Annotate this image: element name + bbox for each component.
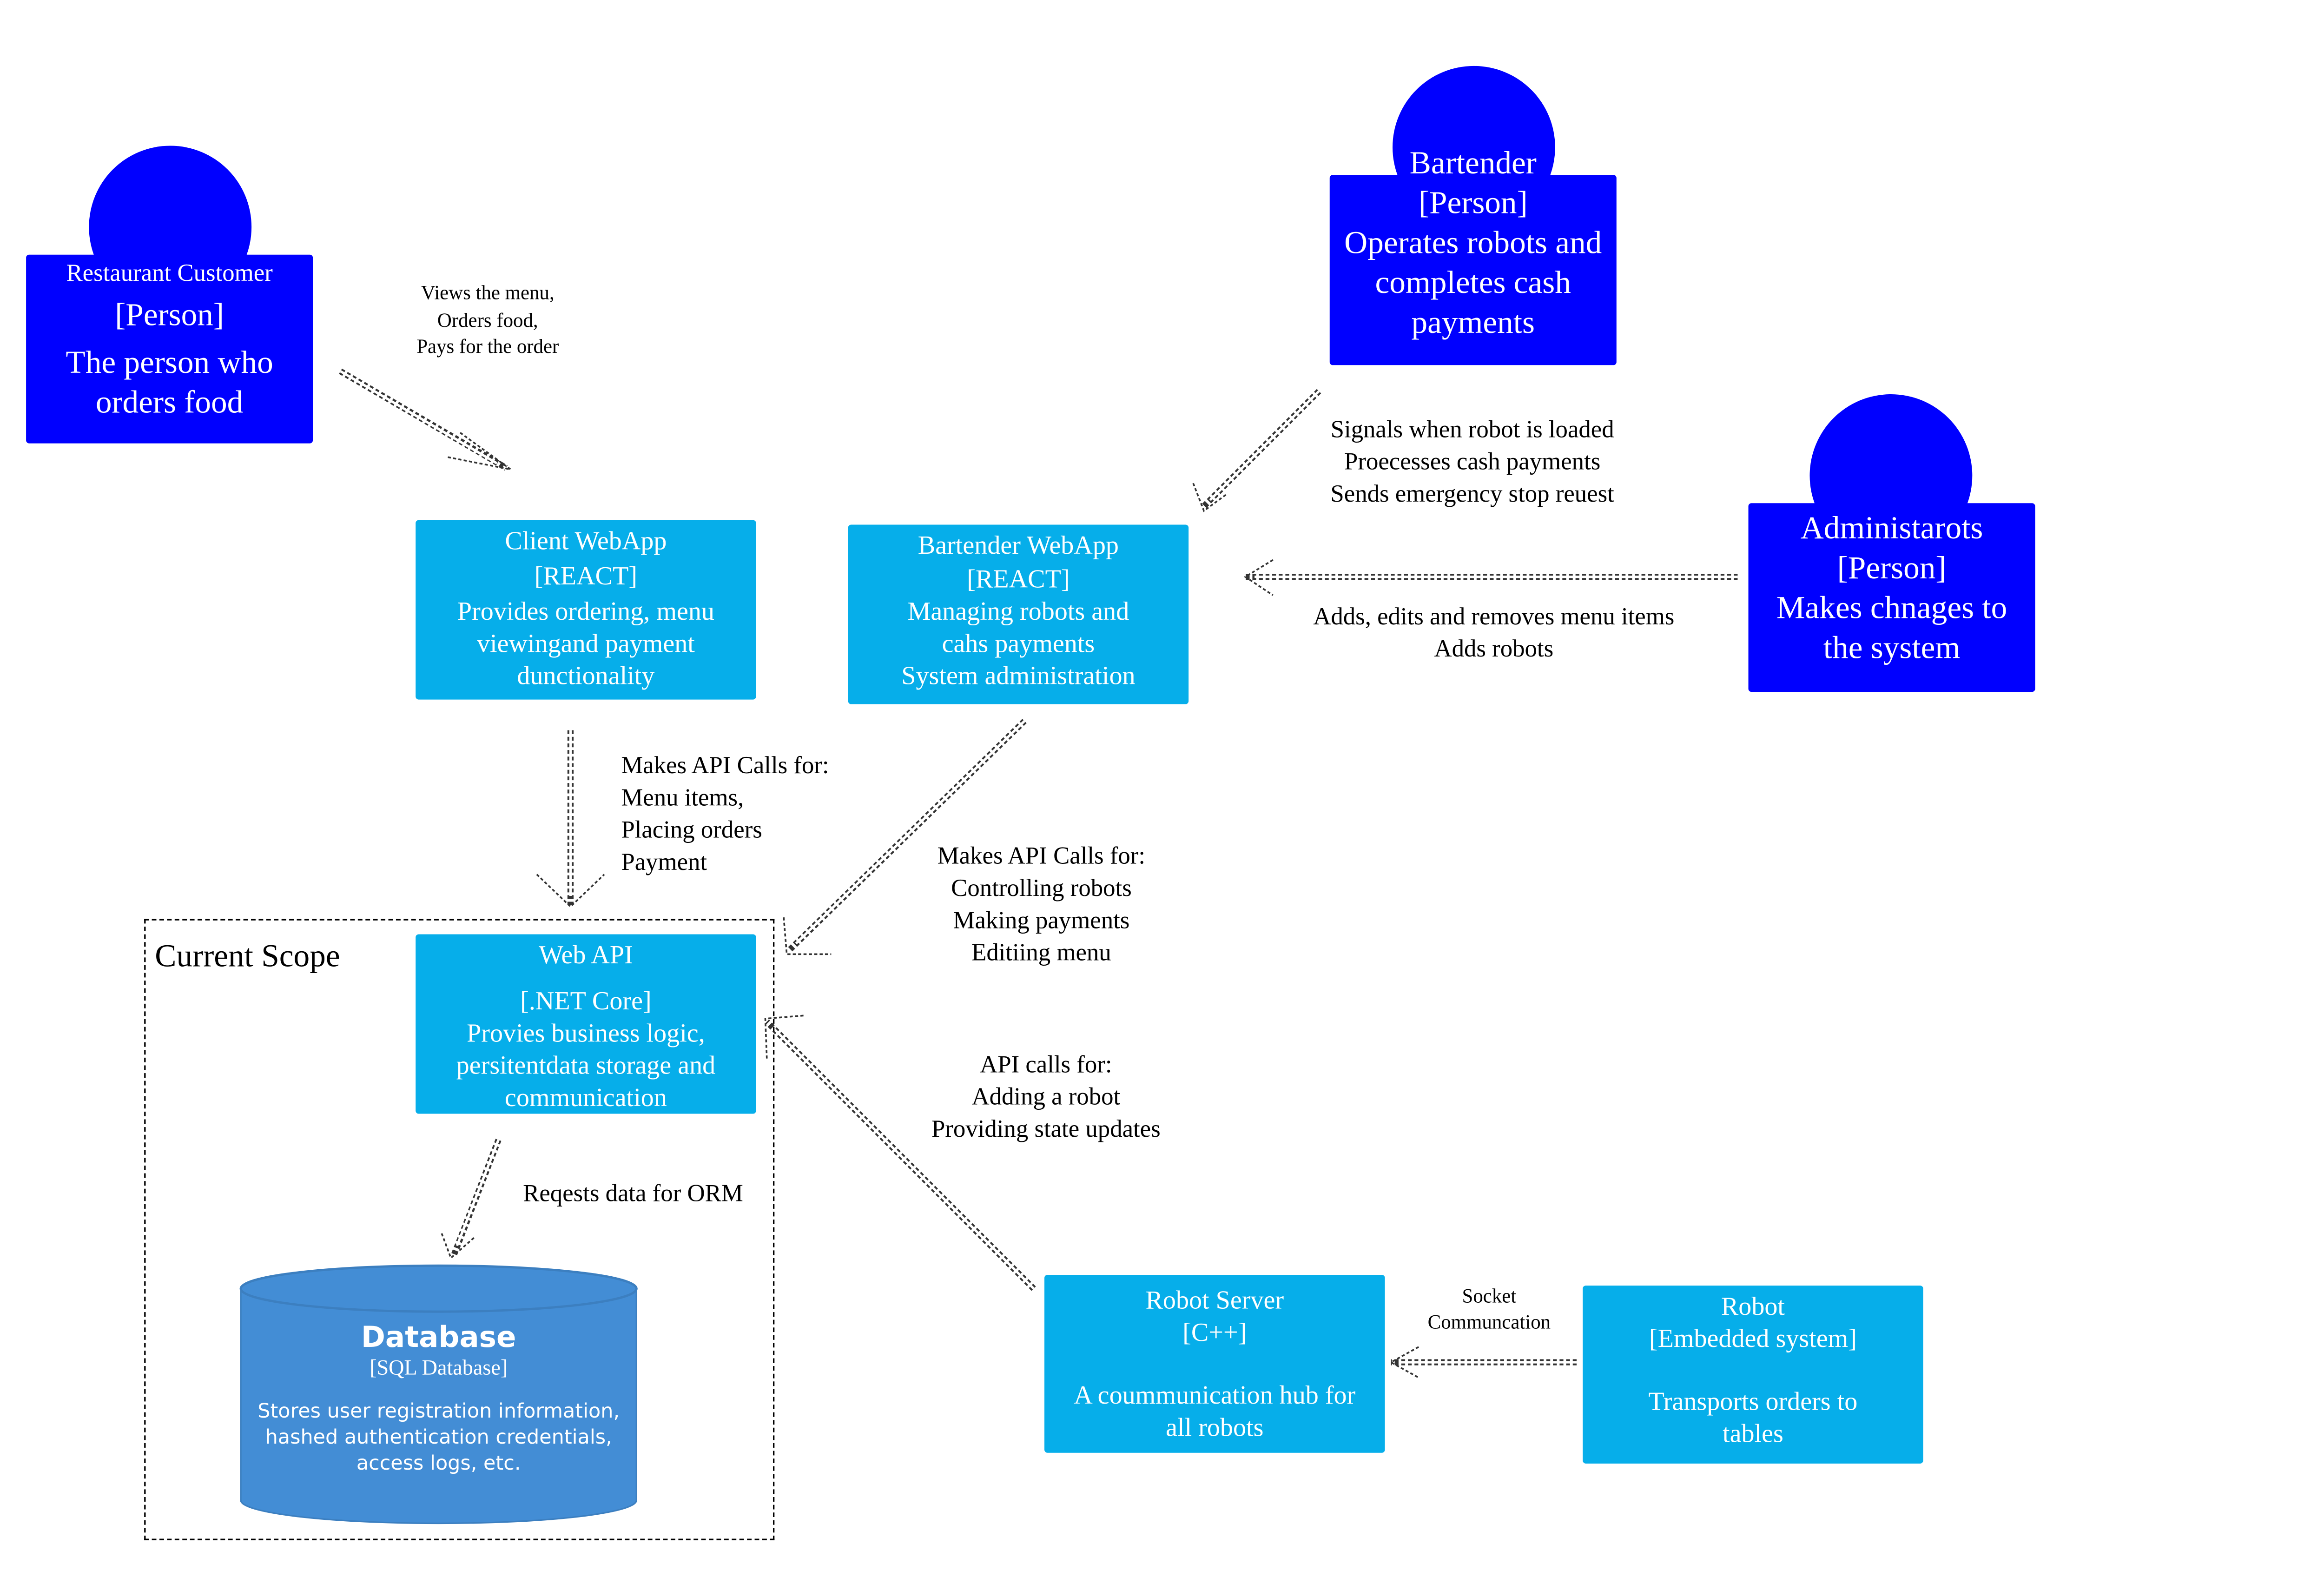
container-description-line: Provies business logic, — [467, 1018, 705, 1048]
relation-label-line: Reqests data for ORM — [523, 1181, 743, 1207]
container-name: Robot Server — [1145, 1286, 1284, 1315]
person-description-line: The person who — [66, 344, 273, 381]
relation-label-line: Payment — [621, 849, 707, 876]
person-description-line: completes cash — [1375, 264, 1571, 301]
container-technology: [Embedded system] — [1649, 1324, 1857, 1353]
person-type: [Person] — [115, 296, 224, 333]
container-description-line: Transports orders to — [1648, 1386, 1858, 1416]
relation-label-line: Makes API Calls for: — [937, 843, 1146, 870]
database-cylinder[interactable] — [238, 1263, 639, 1527]
relation-label-line: Providing state updates — [931, 1117, 1161, 1143]
database-name: Database — [361, 1320, 516, 1355]
container-description-line: dunctionality — [517, 661, 655, 690]
person-restaurant-customer[interactable]: Restaurant Customer [Person] The person … — [26, 254, 313, 444]
relation-label-line: Pays for the order — [416, 334, 559, 358]
container-technology: [.NET Core] — [520, 986, 652, 1016]
container-description-line: System administration — [901, 661, 1136, 690]
relation-label-line: Menu items, — [621, 785, 744, 812]
person-description-line: Operates robots and — [1344, 224, 1602, 261]
person-description-line: Makes chnages to — [1776, 589, 2007, 626]
relation-label-line: API calls for: — [980, 1052, 1112, 1079]
relation-label-admin-app: Adds, edits and removes menu items Adds … — [1273, 601, 1715, 666]
person-bartender[interactable]: Bartender [Person] Operates robots and c… — [1329, 144, 1617, 365]
person-type: [Person] — [1837, 549, 1947, 586]
relation-label-line: Makes API Calls for: — [621, 753, 829, 780]
relation-label-robotserver-api: API calls for: Adding a robot Providing … — [905, 1049, 1187, 1146]
person-name: Restaurant Customer — [66, 260, 273, 287]
container-name: Bartender WebApp — [918, 530, 1119, 560]
relation-label-line: Controlling robots — [951, 876, 1132, 902]
person-name: Administarots — [1800, 509, 1983, 546]
container-web-api[interactable]: Web API [.NET Core] Provies business log… — [416, 934, 756, 1114]
container-description-line: viewingand payment — [476, 629, 695, 658]
container-description-line: Provides ordering, menu — [457, 597, 714, 626]
person-description-line: orders food — [95, 383, 244, 421]
relation-label-bartender-api: Makes API Calls for: Controlling robots … — [911, 841, 1172, 969]
container-technology: [REACT] — [967, 564, 1070, 594]
container-description-line: persitentdata storage and — [456, 1051, 716, 1080]
container-robot-server[interactable]: Robot Server [C++] A coummunication hub … — [1044, 1274, 1385, 1453]
relation-label-api-db: Reqests data for ORM — [523, 1178, 743, 1210]
relation-label-line: Adding a robot — [971, 1084, 1121, 1111]
relation-label-bartender-app: Signals when robot is loaded Proecesses … — [1296, 414, 1649, 511]
container-name: Client WebApp — [505, 526, 667, 556]
container-client-webapp[interactable]: Client WebApp [REACT] Provides ordering,… — [416, 520, 756, 700]
container-description-line: tables — [1723, 1419, 1783, 1448]
relation-label-line: Adds robots — [1434, 636, 1554, 663]
database-technology: [SQL Database] — [370, 1358, 508, 1381]
relation-label-line: Proecesses cash payments — [1344, 449, 1601, 476]
person-name: Bartender — [1409, 144, 1537, 181]
relation-label-robot-robotserver: Socket Communcation — [1403, 1282, 1575, 1334]
person-description-line: the system — [1823, 629, 1961, 666]
container-description-line: communication — [504, 1083, 667, 1113]
person-administrators[interactable]: Administarots [Person] Makes chnages to … — [1748, 503, 2035, 692]
relation-label-line: Communcation — [1427, 1310, 1551, 1333]
relation-label-line: Signals when robot is loaded — [1330, 417, 1614, 444]
relation-label-line: Making payments — [953, 908, 1130, 935]
relation-label-line: Sends emergency stop reuest — [1330, 482, 1614, 508]
current-scope-boundary — [144, 919, 775, 1540]
container-technology: [REACT] — [534, 561, 638, 591]
container-name: Web API — [539, 940, 633, 970]
container-bartender-webapp[interactable]: Bartender WebApp [REACT] Managing robots… — [848, 524, 1189, 704]
relation-label-line: Orders food, — [437, 307, 538, 331]
container-description-line: Managing robots and — [907, 597, 1129, 626]
relation-label-client-api: Makes API Calls for: Menu items, Placing… — [621, 750, 829, 879]
relation-label-customer-client: Views the menu, Orders food, Pays for th… — [396, 279, 580, 360]
database-description-line: hashed authentication credentials, — [265, 1426, 612, 1450]
container-name: Robot — [1721, 1292, 1785, 1321]
relation-label-line: Editiing menu — [971, 940, 1111, 967]
current-scope-label: Current Scope — [155, 937, 340, 974]
container-description-line: A coummunication hub for — [1074, 1380, 1356, 1410]
relation-label-line: Adds, edits and removes menu items — [1313, 604, 1675, 631]
container-description-line: all robots — [1166, 1412, 1264, 1442]
container-technology: [C++] — [1182, 1318, 1247, 1347]
person-description-line: payments — [1411, 304, 1535, 341]
database-description-line: access logs, etc. — [356, 1452, 521, 1476]
relation-label-line: Socket — [1462, 1284, 1517, 1307]
container-description-line: cahs payments — [942, 629, 1095, 658]
relation-label-line: Views the menu, — [421, 280, 555, 304]
person-type: [Person] — [1418, 184, 1528, 221]
database-description-line: Stores user registration information, — [257, 1400, 620, 1424]
relation-label-line: Placing orders — [621, 817, 762, 844]
database-label: Database [SQL Database] Stores user regi… — [238, 1319, 639, 1488]
container-robot[interactable]: Robot [Embedded system] Transports order… — [1583, 1286, 1923, 1464]
